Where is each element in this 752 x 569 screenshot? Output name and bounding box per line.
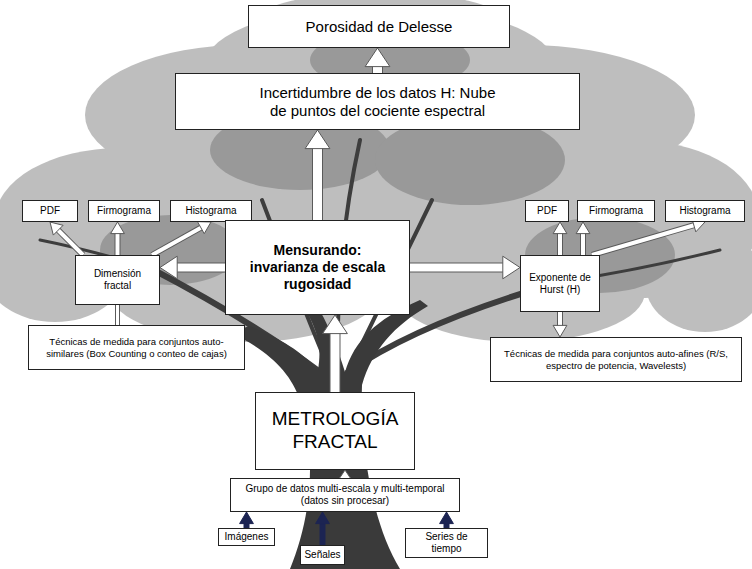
connector-arrow xyxy=(323,315,348,392)
box-label: Series de tiempo xyxy=(409,531,484,555)
connector-outline xyxy=(592,225,695,255)
output-box: PDF xyxy=(525,200,569,222)
connector-shaft xyxy=(116,305,119,325)
connector-arrow xyxy=(553,222,567,255)
connector-shaft xyxy=(313,148,322,220)
output-box: Histograma xyxy=(665,200,745,222)
technique-box: Técnicas de medida para conjuntos auto-a… xyxy=(490,337,742,382)
measurand-box: Mensurando: invarianza de escala rugosid… xyxy=(225,220,410,315)
arrow-head xyxy=(553,325,567,337)
connector-shaft xyxy=(581,233,585,255)
connector-outline xyxy=(115,233,121,255)
connector-arrow xyxy=(305,130,330,220)
parameter-box: Exponente de Hurst (H) xyxy=(520,255,600,312)
connector-shaft xyxy=(558,233,562,255)
connector-outline xyxy=(557,312,563,326)
connector-outline xyxy=(557,233,563,255)
connector-shaft xyxy=(57,229,83,255)
box-label: Dimensión fractal xyxy=(80,268,155,292)
parameter-box: Dimensión fractal xyxy=(75,255,160,305)
box-label: Grupo de datos multi-escala y multi-temp… xyxy=(237,483,453,507)
output-box: PDF xyxy=(22,200,78,222)
uncertainty-box: Incertidumbre de los datos H: Nube de pu… xyxy=(175,73,580,130)
output-box: Firmograma xyxy=(88,200,160,222)
connector-arrow xyxy=(240,512,254,528)
box-label: Porosidad de Delesse xyxy=(255,18,503,36)
arrow-head xyxy=(553,222,567,234)
connector-outline xyxy=(312,148,323,220)
arrow-head xyxy=(50,222,63,235)
box-label: Firmograma xyxy=(92,205,156,217)
connector-shaft xyxy=(152,227,202,255)
connector-arrow xyxy=(160,256,225,279)
box-label: Técnicas de medida para conjuntos auto-a… xyxy=(496,348,736,371)
connector-outline xyxy=(580,233,586,255)
arrow-head xyxy=(316,512,330,524)
output-box: Firmograma xyxy=(577,200,655,222)
box-label: Técnicas de medida para conjuntos auto-s… xyxy=(34,336,239,359)
connector-shaft xyxy=(176,264,225,272)
source-box: Imágenes xyxy=(218,528,275,546)
connector-shaft xyxy=(116,233,120,255)
arrow-head xyxy=(323,315,348,334)
connector-arrow xyxy=(111,222,125,255)
connector-arrow xyxy=(365,48,390,73)
source-box: Señales xyxy=(300,545,345,565)
box-label: Incertidumbre de los datos H: Nube de pu… xyxy=(255,84,500,120)
arrow-head xyxy=(365,48,390,67)
connector-outline xyxy=(330,333,341,392)
connector-arrow xyxy=(576,222,590,255)
arrow-head xyxy=(440,512,454,524)
box-label: Firmograma xyxy=(581,205,651,217)
connector-arrow xyxy=(440,512,454,528)
box-label: Exponente de Hurst (H) xyxy=(525,272,595,296)
arrow-head xyxy=(198,222,211,234)
box-label: Mensurando: invarianza de escala rugosid… xyxy=(242,242,393,292)
box-label: PDF xyxy=(529,205,565,217)
connector-arrow xyxy=(152,222,211,255)
source-box: Series de tiempo xyxy=(405,528,488,558)
connector-arrow xyxy=(50,222,83,255)
box-label: PDF xyxy=(26,205,74,217)
connector-shaft xyxy=(592,225,695,255)
output-box: Histograma xyxy=(170,200,252,222)
connector-arrow xyxy=(410,256,520,279)
connector-shaft xyxy=(410,264,504,272)
connector-outline xyxy=(115,305,120,325)
connector-outline xyxy=(152,227,202,255)
connector-outline xyxy=(320,523,326,545)
connector-arrow xyxy=(592,219,705,255)
data-box: Grupo de datos multi-escala y multi-temp… xyxy=(230,478,460,512)
connector-arrow xyxy=(553,312,567,337)
arrow-head xyxy=(576,222,590,234)
connector-outline xyxy=(176,263,225,273)
connector-outline xyxy=(410,263,504,273)
connector-arrow xyxy=(117,305,118,325)
arrow-head xyxy=(305,130,330,149)
connector-shaft xyxy=(558,312,562,326)
connector-shaft xyxy=(321,523,325,545)
box-label: Histograma xyxy=(669,205,741,217)
connector-arrow xyxy=(316,512,330,545)
technique-box: Técnicas de medida para conjuntos auto-s… xyxy=(28,325,245,370)
arrow-head xyxy=(503,256,520,279)
box-label: METROLOGÍA FRACTAL xyxy=(260,408,410,454)
box-label: Imágenes xyxy=(222,531,271,543)
box-label: Histograma xyxy=(174,205,248,217)
root-box: METROLOGÍA FRACTAL xyxy=(255,392,415,470)
arrow-head xyxy=(111,222,125,234)
result-box: Porosidad de Delesse xyxy=(248,5,510,48)
arrow-head xyxy=(160,256,177,279)
arrow-head xyxy=(240,512,254,524)
connector-outline xyxy=(57,229,83,255)
connector-shaft xyxy=(331,333,340,392)
box-label: Señales xyxy=(304,549,341,561)
